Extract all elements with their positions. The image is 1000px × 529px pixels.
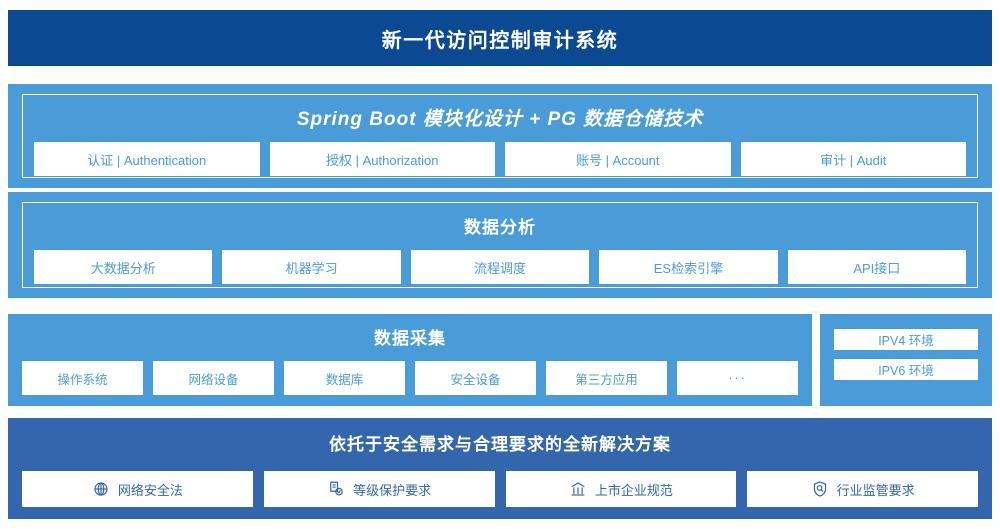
- card-label: ES检索引擎: [653, 260, 724, 276]
- architecture-inner-frame: Spring Boot 模块化设计 + PG 数据仓储技术 认证 | Authe…: [22, 94, 978, 178]
- card-label: IPV4 环境: [878, 334, 934, 348]
- collection-card-database[interactable]: 数据库: [284, 361, 405, 395]
- solution-title: 依托于安全需求与合理要求的全新解决方案: [329, 435, 671, 454]
- data-analysis-card-row: 大数据分析 机器学习 流程调度 ES检索引擎 API接口: [34, 250, 967, 284]
- data-analysis-section: 数据分析 大数据分析 机器学习 流程调度 ES检索引擎 API接口: [8, 192, 992, 298]
- solution-card-listed-company-standard[interactable]: 上市企业规范: [505, 471, 737, 507]
- card-label: 流程调度: [474, 260, 527, 276]
- card-label: 第三方应用: [575, 372, 638, 387]
- analysis-card-process-scheduling[interactable]: 流程调度: [410, 250, 590, 284]
- card-label: 操作系统: [57, 372, 108, 387]
- ip-environment-list: IPV4 环境 IPV6 环境: [834, 329, 978, 380]
- collection-card-more[interactable]: ···: [677, 361, 798, 395]
- data-collection-card-row: 操作系统 网络设备 数据库 安全设备 第三方应用 ···: [22, 361, 798, 395]
- analysis-card-bigdata[interactable]: 大数据分析: [34, 250, 213, 284]
- card-label: 大数据分析: [90, 260, 156, 276]
- analysis-card-api[interactable]: API接口: [787, 250, 967, 284]
- card-label: 数据库: [325, 372, 364, 387]
- data-collection-section: 数据采集 操作系统 网络设备 数据库 安全设备 第三方应用 ···: [8, 314, 812, 406]
- solution-card-industry-supervision[interactable]: 行业监管要求: [747, 471, 978, 507]
- solution-card-classified-protection[interactable]: 等级保护要求: [263, 471, 495, 507]
- architecture-card-row: 认证 | Authentication 授权 | Authorization 账…: [34, 142, 966, 176]
- ipv4-environment-card[interactable]: IPV4 环境: [834, 329, 978, 350]
- data-analysis-inner-frame: 数据分析 大数据分析 机器学习 流程调度 ES检索引擎 API接口: [22, 202, 978, 288]
- data-collection-title: 数据采集: [374, 329, 446, 348]
- card-label: 认证 | Authentication: [87, 152, 207, 168]
- analysis-card-machine-learning[interactable]: 机器学习: [222, 250, 401, 284]
- header-bar: 新一代访问控制审计系统: [8, 10, 992, 66]
- architecture-title: Spring Boot 模块化设计 + PG 数据仓储技术: [296, 109, 704, 130]
- ip-environment-section: IPV4 环境 IPV6 环境: [820, 314, 992, 406]
- collection-card-network-device[interactable]: 网络设备: [153, 361, 274, 395]
- architecture-card-authorization[interactable]: 授权 | Authorization: [269, 142, 495, 176]
- card-label: API接口: [853, 260, 901, 276]
- card-label: 上市企业规范: [594, 482, 673, 498]
- architecture-card-account[interactable]: 账号 | Account: [505, 142, 731, 176]
- card-label: 机器学习: [285, 260, 338, 276]
- collection-card-operating-system[interactable]: 操作系统: [22, 361, 143, 395]
- architecture-card-audit[interactable]: 审计 | Audit: [740, 142, 966, 176]
- solution-card-cybersecurity-law[interactable]: 网络安全法: [22, 471, 253, 507]
- architecture-section: Spring Boot 模块化设计 + PG 数据仓储技术 认证 | Authe…: [8, 84, 992, 188]
- collection-card-security-device[interactable]: 安全设备: [415, 361, 536, 395]
- card-label: 安全设备: [450, 372, 501, 387]
- card-label: 网络设备: [188, 372, 239, 387]
- analysis-card-es-search-engine[interactable]: ES检索引擎: [599, 250, 778, 284]
- card-label: 审计 | Audit: [820, 152, 887, 168]
- collection-card-third-party-app[interactable]: 第三方应用: [546, 361, 667, 395]
- card-label: ···: [728, 371, 747, 385]
- solution-card-row: 网络安全法 等级保护要求: [22, 471, 978, 507]
- globe-icon: [92, 480, 110, 498]
- page-title: 新一代访问控制审计系统: [381, 29, 619, 52]
- card-label: 等级保护要求: [353, 482, 432, 498]
- card-label: 行业监管要求: [836, 482, 915, 498]
- shield-search-icon: [811, 480, 829, 498]
- architecture-card-authentication[interactable]: 认证 | Authentication: [34, 142, 260, 176]
- card-label: 网络安全法: [117, 482, 183, 498]
- card-label: IPV6 环境: [878, 364, 934, 378]
- ipv6-environment-card[interactable]: IPV6 环境: [834, 359, 978, 380]
- bank-icon: [569, 480, 587, 498]
- solution-section: 依托于安全需求与合理要求的全新解决方案 网络安全法: [8, 418, 992, 519]
- data-analysis-title: 数据分析: [464, 218, 536, 237]
- card-label: 账号 | Account: [575, 152, 660, 168]
- card-label: 授权 | Authorization: [326, 152, 439, 168]
- document-check-icon: [327, 480, 345, 498]
